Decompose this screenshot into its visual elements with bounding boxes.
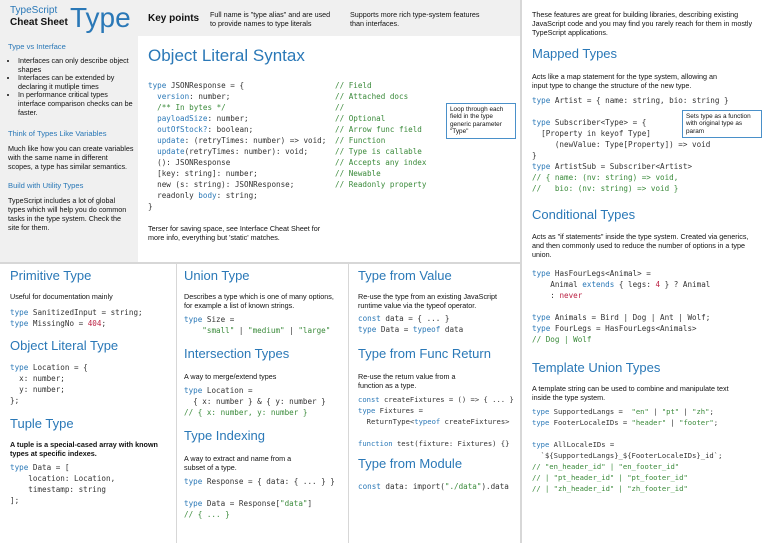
- intro-paragraph: These features are great for building li…: [532, 10, 753, 37]
- sidebar-band: [0, 36, 138, 262]
- paragraph: A way to extract and name from a subset …: [184, 454, 292, 472]
- divider-vertical: [520, 0, 522, 543]
- divider: [348, 264, 349, 543]
- section-heading: Think of Types Like Variables: [8, 129, 107, 139]
- list-item: Interfaces can be extended by declaring …: [18, 73, 134, 91]
- divider: [0, 262, 520, 264]
- header-band: [0, 0, 520, 36]
- code-block: type Response = { data: { ... } } type D…: [184, 477, 335, 519]
- logo: TypeScript: [10, 5, 57, 16]
- section-title: Object Literal Type: [10, 338, 119, 353]
- code-block: const data = { ... } type Data = typeof …: [358, 314, 464, 334]
- key-point-2: Supports more rich type-system features …: [350, 10, 480, 28]
- code-block: type Location = { x: number } & { y: num…: [184, 386, 326, 417]
- section-title: Conditional Types: [532, 207, 636, 222]
- section-title: Mapped Types: [532, 46, 618, 61]
- code-block: type SupportedLangs = "en" | "pt" | "zh"…: [532, 407, 723, 493]
- section-title: Intersection Types: [184, 346, 290, 361]
- footnote: Terser for saving space, see Interface C…: [148, 224, 321, 242]
- section-heading: Build with Utility Types: [8, 181, 84, 191]
- code-block: const createFixtures = () => { ... } typ…: [358, 395, 514, 448]
- section-title: Primitive Type: [10, 268, 92, 283]
- divider: [176, 264, 177, 543]
- paragraph: TypeScript includes a lot of global type…: [8, 196, 127, 233]
- paragraph: Re-use the type from an existing JavaScr…: [358, 292, 498, 310]
- logo-subtitle: Cheat Sheet: [10, 17, 68, 28]
- section-title: Template Union Types: [532, 360, 661, 375]
- code-comments: // Field // Attached docs // // Optional…: [335, 81, 427, 189]
- paragraph: Acts as "if statements" inside the type …: [532, 232, 749, 259]
- section-title: Type Indexing: [184, 428, 265, 443]
- section-title: Object Literal Syntax: [148, 46, 305, 65]
- code-block: type Location = { x: number; y: number; …: [10, 363, 88, 405]
- code-block: type SanitizedInput = string; type Missi…: [10, 308, 143, 328]
- callout-note: Sets type as a function with original ty…: [682, 110, 762, 139]
- code-block: type Artist = { name: string, bio: strin…: [532, 96, 729, 193]
- section-title: Type from Func Return: [358, 346, 491, 361]
- section-title: Type from Value: [358, 268, 452, 283]
- paragraph: Describes a type which is one of many op…: [184, 292, 334, 310]
- paragraph: Useful for documentation mainly: [10, 292, 113, 301]
- list-item: In performance critical types interface …: [18, 91, 134, 117]
- key-point-1: Full name is "type alias" and are used t…: [210, 10, 331, 28]
- section-title: Tuple Type: [10, 416, 74, 431]
- callout-note: Loop through each field in the type gene…: [446, 103, 516, 139]
- section-heading: Type vs Interface: [8, 42, 66, 51]
- bullet-list: Interfaces can only describe object shap…: [18, 56, 134, 117]
- code-block: type JSONResponse = { version: number; /…: [148, 81, 327, 211]
- sidebar: Type vs Interface Interfaces can only de…: [8, 42, 134, 232]
- paragraph: A template string can be used to combine…: [532, 384, 729, 402]
- paragraph: A tuple is a special-cased array with kn…: [10, 440, 158, 458]
- code-block: type Size = "small" | "medium" | "large": [184, 315, 331, 335]
- paragraph: A way to merge/extend types: [184, 372, 277, 381]
- code-block: type HasFourLegs<Animal> = Animal extend…: [532, 269, 711, 344]
- section-title: Union Type: [184, 268, 250, 283]
- page-title: Type: [70, 2, 131, 33]
- paragraph: Acts like a map statement for the type s…: [532, 72, 717, 90]
- list-item: Interfaces can only describe object shap…: [18, 56, 134, 74]
- code-block: const data: import("./data").data: [358, 482, 509, 491]
- code-block: type Data = [ location: Location, timest…: [10, 463, 116, 505]
- paragraph: Re-use the return value from a function …: [358, 372, 456, 390]
- section-title: Type from Module: [358, 456, 463, 471]
- key-points-label: Key points: [148, 13, 200, 24]
- logo-text: TypeScript: [10, 5, 58, 16]
- paragraph: Much like how you can create variables w…: [8, 144, 134, 172]
